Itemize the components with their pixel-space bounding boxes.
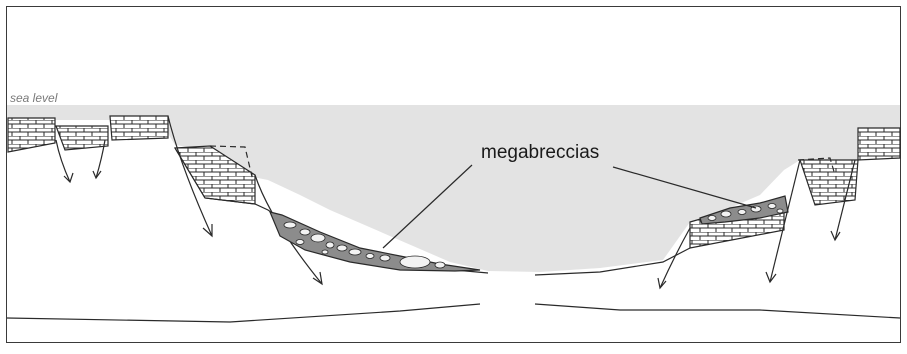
megabreccias-label: megabreccias: [481, 142, 599, 163]
sea-level-label: sea level: [10, 91, 58, 105]
